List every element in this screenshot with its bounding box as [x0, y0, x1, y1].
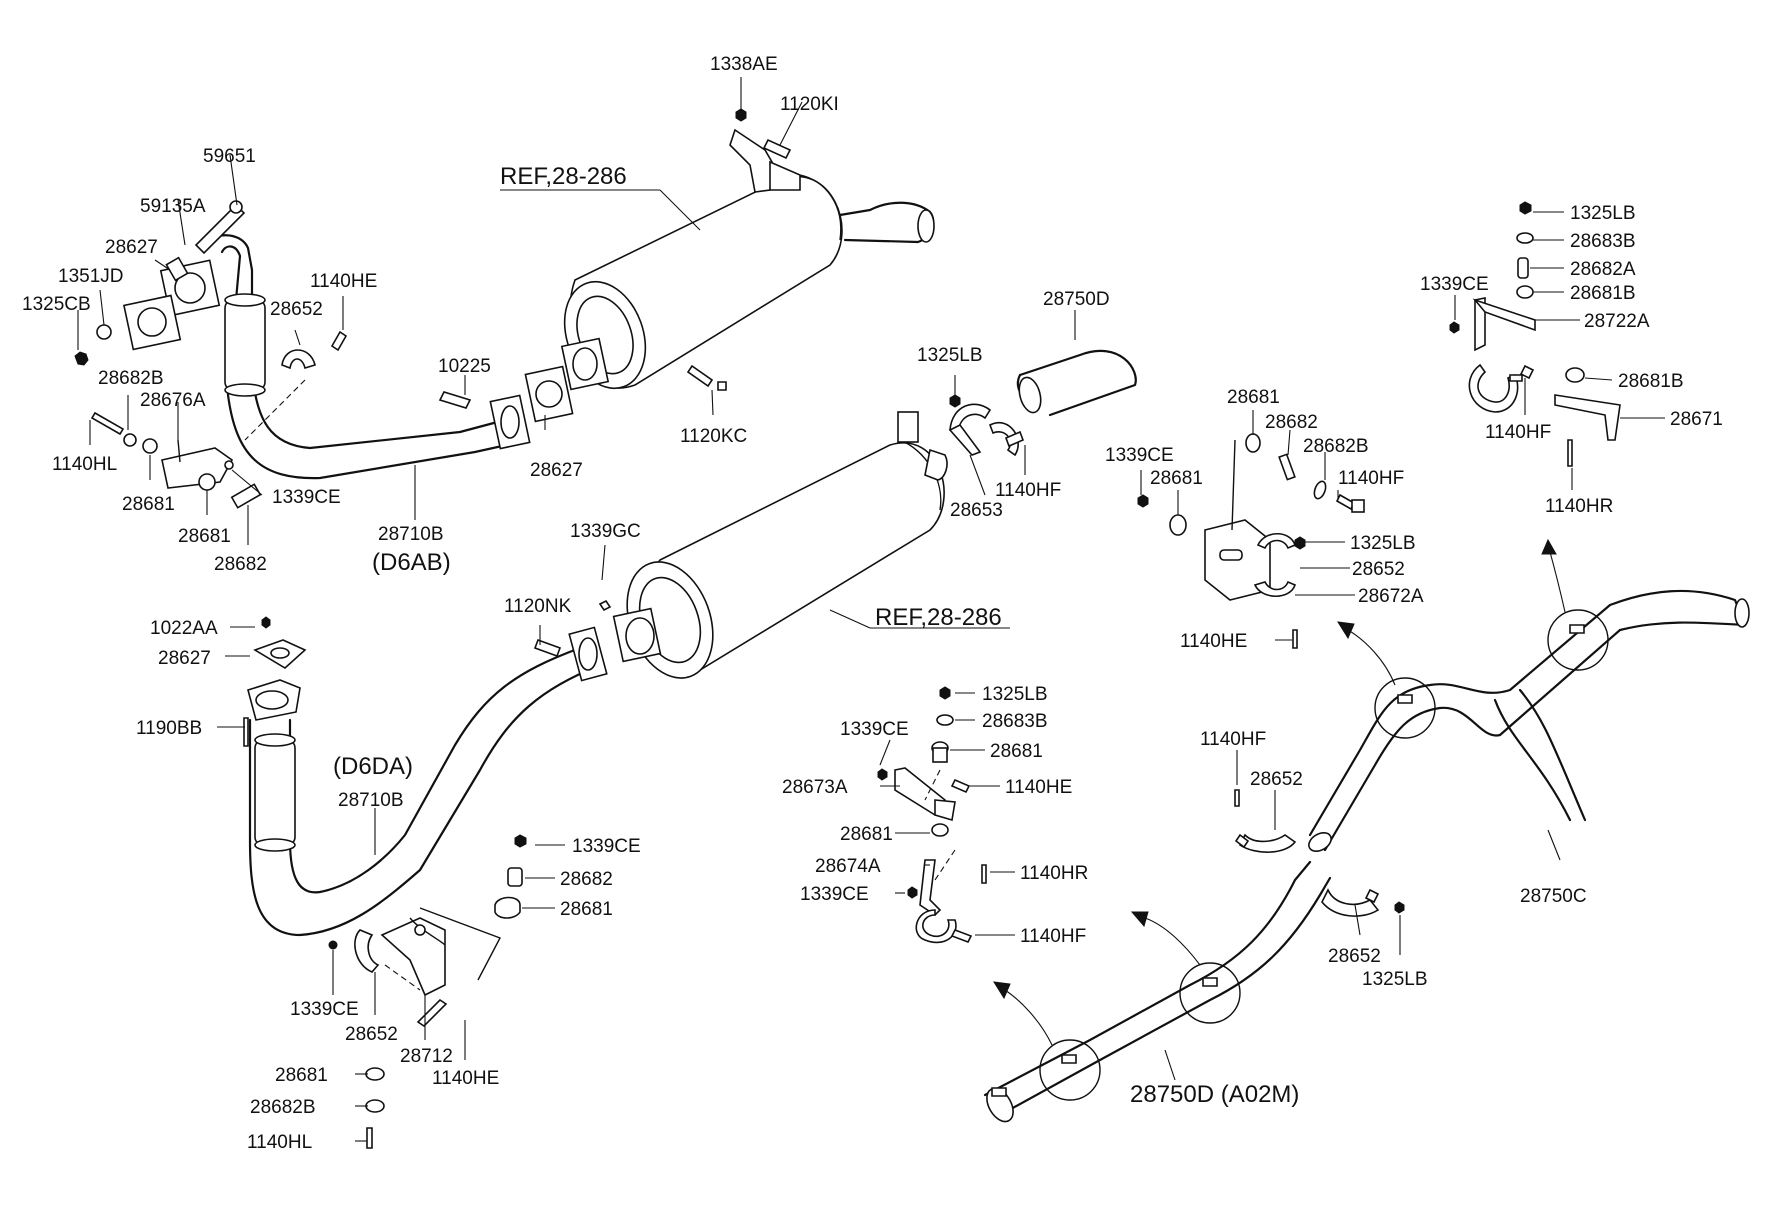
label-28652: 28652	[1250, 769, 1303, 790]
label-1339ce: 1339CE	[290, 999, 359, 1020]
label-1325lb: 1325LB	[1350, 533, 1416, 554]
label-28653: 28653	[950, 500, 1003, 521]
label-28652: 28652	[1352, 559, 1405, 580]
part-number-labels: 1338AE 1120KI 59651 59135A 28627 1351JD …	[22, 54, 1723, 1153]
label-28682: 28682	[1265, 412, 1318, 433]
label-28627: 28627	[530, 460, 583, 481]
label-1339ce: 1339CE	[572, 836, 641, 857]
label-ref-28-286-mid: REF,28-286	[875, 604, 1002, 631]
label-28681: 28681	[275, 1065, 328, 1086]
label-1140hl: 1140HL	[52, 454, 117, 475]
label-1140hf: 1140HF	[1020, 926, 1086, 947]
label-28682: 28682	[214, 554, 267, 575]
label-1140he: 1140HE	[310, 271, 377, 292]
label-28681: 28681	[122, 494, 175, 515]
label-28681: 28681	[1227, 387, 1280, 408]
leader-lines	[77, 77, 1665, 1142]
label-1140hf: 1140HF	[1338, 468, 1404, 489]
label-1120kc: 1120KC	[680, 426, 747, 447]
label-1338ae: 1338AE	[710, 54, 778, 75]
label-1140he: 1140HE	[1180, 631, 1247, 652]
label-28710b: 28710B	[378, 524, 444, 545]
label-1140hf: 1140HF	[1485, 422, 1551, 443]
label-1140he: 1140HE	[432, 1068, 499, 1089]
label-28750d: 28750D	[1043, 289, 1110, 310]
label-28682b: 28682B	[250, 1097, 316, 1118]
front-pipe-d6da	[243, 616, 608, 1149]
label-28682b: 28682B	[98, 368, 164, 389]
label-1140hr: 1140HR	[1020, 863, 1088, 884]
label-28681: 28681	[560, 899, 613, 920]
label-1339ce: 1339CE	[840, 719, 909, 740]
label-1120ki: 1120KI	[780, 94, 839, 115]
label-28627: 28627	[158, 648, 211, 669]
rear-muffler-mid	[598, 411, 948, 679]
label-28682b: 28682B	[1303, 436, 1369, 457]
label-1022aa: 1022AA	[150, 618, 218, 639]
label-1339ce: 1339CE	[800, 884, 869, 905]
label-28683b: 28683B	[1570, 231, 1636, 252]
bracket-28673a-assembly	[877, 686, 987, 944]
label-1140hf: 1140HF	[1200, 729, 1266, 750]
label-28710b: 28710B	[338, 790, 404, 811]
label-28750c: 28750C	[1520, 886, 1587, 907]
tail-pipe-28750d-upper	[1016, 349, 1137, 417]
tail-pipe-28750c	[1308, 589, 1750, 852]
label-1120nk: 1120NK	[504, 596, 572, 617]
label-59135a: 59135A	[140, 196, 206, 217]
label-1325lb: 1325LB	[982, 684, 1048, 705]
label-ref-28-286-top: REF,28-286	[500, 163, 627, 190]
label-10225: 10225	[438, 356, 491, 377]
label-28681: 28681	[990, 741, 1043, 762]
label-28676a: 28676A	[140, 390, 206, 411]
label-28671: 28671	[1670, 409, 1723, 430]
label-28681: 28681	[178, 526, 231, 547]
label-1339ce: 1339CE	[1105, 445, 1174, 466]
bracket-28672a-assembly	[1137, 433, 1365, 649]
label-1140hr: 1140HR	[1545, 496, 1613, 517]
label-1339ce: 1339CE	[1420, 274, 1489, 295]
label-1325cb: 1325CB	[22, 294, 91, 315]
label-28681: 28681	[1150, 468, 1203, 489]
label-28652: 28652	[270, 299, 323, 320]
label-1351jd: 1351JD	[58, 266, 124, 287]
tail-pipe-28750d-a02m	[983, 860, 1332, 1123]
direction-arrows	[993, 538, 1566, 1046]
clamps-28652-bottom	[1234, 789, 1405, 917]
label-28681b: 28681B	[1618, 371, 1684, 392]
label-28712: 28712	[400, 1046, 453, 1067]
label-1190bb: 1190BB	[136, 718, 202, 739]
label-28652: 28652	[345, 1024, 398, 1045]
label-1140he: 1140HE	[1005, 777, 1072, 798]
label-28672a: 28672A	[1358, 586, 1424, 607]
label-28722a: 28722A	[1584, 311, 1650, 332]
label-1325lb: 1325LB	[917, 345, 983, 366]
label-59651: 59651	[203, 146, 256, 167]
label-1325lb: 1325LB	[1362, 969, 1428, 990]
label-1339ce: 1339CE	[272, 487, 341, 508]
rear-muffler-top	[524, 108, 935, 423]
bracket-28722a-assembly	[1449, 201, 1621, 467]
label-1140hl: 1140HL	[247, 1132, 312, 1153]
label-1339gc: 1339GC	[570, 521, 641, 542]
hardware-upper-left	[74, 200, 472, 509]
label-28674a: 28674A	[815, 856, 881, 877]
label-28681b: 28681B	[1570, 283, 1636, 304]
label-28750d-a02m: 28750D (A02M)	[1130, 1081, 1299, 1108]
label-28652: 28652	[1328, 946, 1381, 967]
label-28682a: 28682A	[1570, 259, 1636, 280]
label-28627: 28627	[105, 237, 158, 258]
label-1325lb: 1325LB	[1570, 203, 1636, 224]
clamp-28653	[948, 394, 1025, 457]
label-1140hf: 1140HF	[995, 480, 1061, 501]
label-28682: 28682	[560, 869, 613, 890]
label-28681: 28681	[840, 824, 893, 845]
label-d6ab: (D6AB)	[372, 549, 451, 576]
label-28673a: 28673A	[782, 777, 848, 798]
label-d6da: (D6DA)	[333, 753, 413, 780]
label-28683b: 28683B	[982, 711, 1048, 732]
